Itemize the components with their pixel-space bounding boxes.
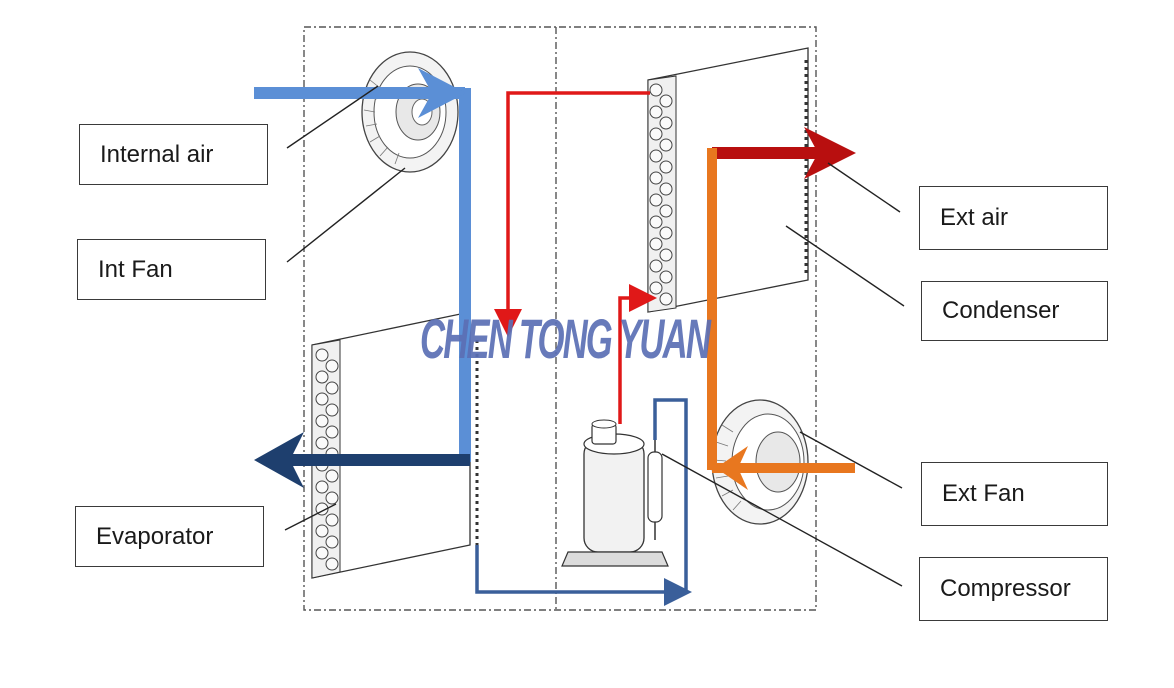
condenser-label: Condenser bbox=[921, 281, 1108, 341]
leader-lines bbox=[284, 85, 905, 587]
hot-gas-line bbox=[494, 91, 657, 424]
liquid-line bbox=[475, 398, 692, 606]
internal-air-label: Internal air bbox=[79, 124, 268, 185]
compressor-illustration bbox=[561, 419, 669, 567]
unit-housing-outline bbox=[303, 26, 817, 611]
int-fan-label: Int Fan bbox=[77, 239, 266, 300]
internal-air-flow bbox=[254, 68, 471, 488]
int-fan-illustration bbox=[361, 51, 459, 173]
condenser-coil bbox=[647, 47, 809, 313]
ext-air-label: Ext air bbox=[919, 186, 1108, 250]
external-air-flow bbox=[707, 127, 856, 490]
compressor-label: Compressor bbox=[919, 557, 1108, 621]
evaporator-label: Evaporator bbox=[75, 506, 264, 567]
ext-fan-illustration bbox=[711, 399, 809, 525]
ext-fan-label: Ext Fan bbox=[921, 462, 1108, 526]
watermark: CHEN TONG YUAN bbox=[420, 307, 711, 370]
